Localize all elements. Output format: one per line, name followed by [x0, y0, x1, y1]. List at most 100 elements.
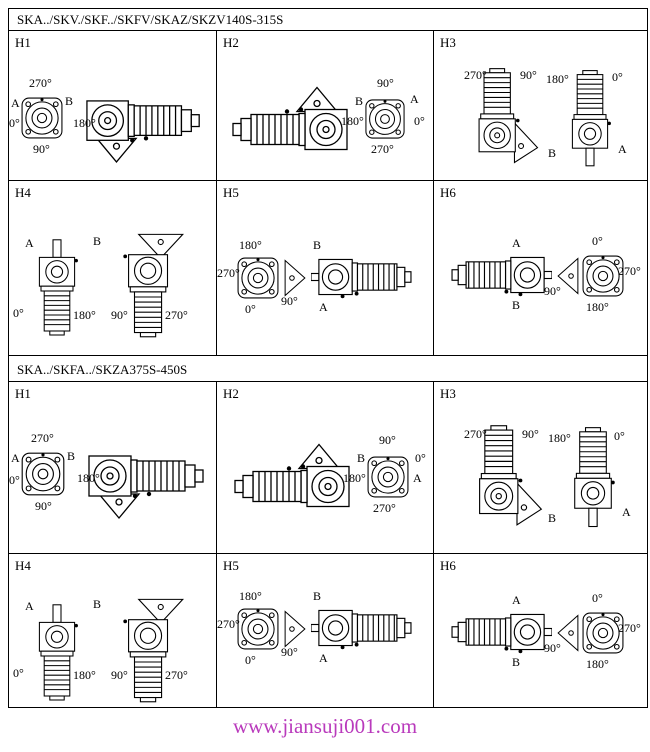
series-title-text: SKA../SKV./SKF../SKFV/SKAZ/SKZV140S-315S — [17, 12, 284, 27]
angle-label: 90° — [379, 433, 396, 447]
gearbox-drawing-h1 — [21, 452, 204, 519]
angle-label: 180° — [73, 308, 96, 322]
cell-label-h1: H1 — [15, 35, 31, 50]
website-link[interactable]: www.jiansuji001.com — [232, 714, 418, 738]
angle-label: 270° — [217, 266, 240, 280]
positions-table: SKA../SKV./SKF../SKFV/SKAZ/SKZV140S-315S… — [8, 8, 648, 708]
side-view-drawing — [311, 609, 412, 650]
angle-label: 90° — [544, 641, 561, 655]
gearbox-drawing-h6 — [451, 612, 624, 654]
angle-label: 90° — [35, 499, 52, 513]
angle-label: 90° — [281, 645, 298, 659]
angle-label: 180° — [343, 471, 366, 485]
angle-label: 270° — [31, 431, 54, 445]
angle-label: 180° — [586, 300, 609, 314]
side-view-drawing — [234, 443, 350, 508]
gearbox-drawing-h6 — [451, 255, 624, 297]
angle-label: 90° — [111, 308, 128, 322]
side-label: B — [548, 146, 557, 160]
angle-label: 90° — [520, 68, 537, 82]
side-label: A — [11, 96, 20, 110]
vertical-view-drawing — [478, 68, 539, 164]
side-view-drawing — [232, 86, 348, 151]
cell-s1-h6: H6 A B 0° 270° 90° 180° — [434, 181, 647, 355]
series1-row-bottom: H4 A B 0° 180° 90° 270° H5 180° — [9, 181, 647, 356]
angle-label: 180° — [341, 114, 364, 128]
vertical-view-drawing — [122, 598, 184, 703]
series-title-1: SKA../SKV./SKF../SKFV/SKAZ/SKZV140S-315S — [9, 9, 647, 31]
side-label: B — [548, 511, 557, 525]
cell-label-h1: H1 — [15, 386, 31, 401]
side-label: A — [413, 471, 422, 485]
cell-s1-h4: H4 A B 0° 180° 90° 270° — [9, 181, 217, 355]
cell-label-h2: H2 — [223, 35, 239, 50]
end-view-drawing — [582, 255, 624, 297]
side-label: B — [93, 597, 102, 611]
angle-label: 180° — [239, 238, 262, 252]
angle-label: 270° — [464, 68, 487, 82]
angle-label: 270° — [618, 621, 641, 635]
side-view-drawing — [311, 258, 412, 299]
side-label: B — [355, 94, 364, 108]
vertical-view-drawing — [574, 427, 616, 528]
angle-label: 0° — [612, 70, 623, 84]
cell-s1-h1: H1 270° A B 0° 180° 90° — [9, 31, 217, 180]
angle-label: 0° — [9, 473, 20, 487]
side-label: B — [512, 298, 521, 312]
angle-label: 270° — [29, 76, 52, 90]
side-label: A — [25, 599, 34, 613]
side-view-drawing — [451, 256, 552, 297]
cell-s2-h6: H6 A B 0° 270° 90° 180° — [434, 554, 647, 707]
side-label: B — [67, 449, 76, 463]
gearbox-drawing-h4 — [38, 598, 184, 703]
gearbox-drawing-h5 — [237, 257, 412, 299]
cell-s2-h2: H2 90° B 180° A 0° 270° — [217, 382, 434, 553]
angle-label: 180° — [73, 116, 96, 130]
cell-s2-h1: H1 270° A B 0° 180° 90° — [9, 382, 217, 553]
end-view-drawing — [21, 97, 63, 139]
angle-label: 90° — [544, 284, 561, 298]
side-label: B — [313, 589, 322, 603]
side-label: A — [618, 142, 627, 156]
angle-label: 270° — [165, 308, 188, 322]
series1-row-top: H1 270° A B 0° 180° 90° H2 90° B — [9, 31, 647, 181]
end-view-drawing — [367, 456, 409, 498]
angle-label: 90° — [281, 294, 298, 308]
side-label: A — [319, 300, 328, 314]
cell-label-h4: H4 — [15, 185, 31, 200]
side-label: B — [512, 655, 521, 669]
series-title-text: SKA../SKFA../SKZA375S-450S — [17, 362, 188, 377]
angle-label: 90° — [111, 668, 128, 682]
side-label: B — [65, 94, 74, 108]
angle-label: 0° — [245, 653, 256, 667]
cell-label-h6: H6 — [440, 558, 456, 573]
angle-label: 0° — [9, 116, 20, 130]
angle-label: 180° — [586, 657, 609, 671]
angle-label: 270° — [217, 617, 240, 631]
gearbox-drawing-h4 — [38, 233, 184, 338]
side-view-drawing — [451, 613, 552, 654]
cell-label-h5: H5 — [223, 185, 239, 200]
angle-label: 0° — [245, 302, 256, 316]
angle-label: 0° — [614, 429, 625, 443]
angle-label: 0° — [414, 114, 425, 128]
mount-flange-drawing — [284, 259, 306, 297]
cell-label-h5: H5 — [223, 558, 239, 573]
angle-label: 90° — [377, 76, 394, 90]
cell-label-h3: H3 — [440, 386, 456, 401]
series-title-2: SKA../SKFA../SKZA375S-450S — [9, 356, 647, 382]
cell-label-h3: H3 — [440, 35, 456, 50]
angle-label: 270° — [373, 501, 396, 515]
gearbox-drawing-h1 — [21, 97, 200, 163]
side-label: A — [512, 236, 521, 250]
cell-s2-h4: H4 A B 0° 180° 90° 270° — [9, 554, 217, 707]
angle-label: 180° — [239, 589, 262, 603]
end-view-drawing — [237, 608, 279, 650]
side-label: A — [11, 451, 20, 465]
angle-label: 0° — [592, 591, 603, 605]
angle-label: 90° — [33, 142, 50, 156]
angle-label: 0° — [592, 234, 603, 248]
series2-row-bottom: H4 A B 0° 180° 90° 270° H5 180° — [9, 554, 647, 707]
mount-flange-drawing — [284, 611, 306, 647]
vertical-view-drawing — [38, 604, 79, 701]
